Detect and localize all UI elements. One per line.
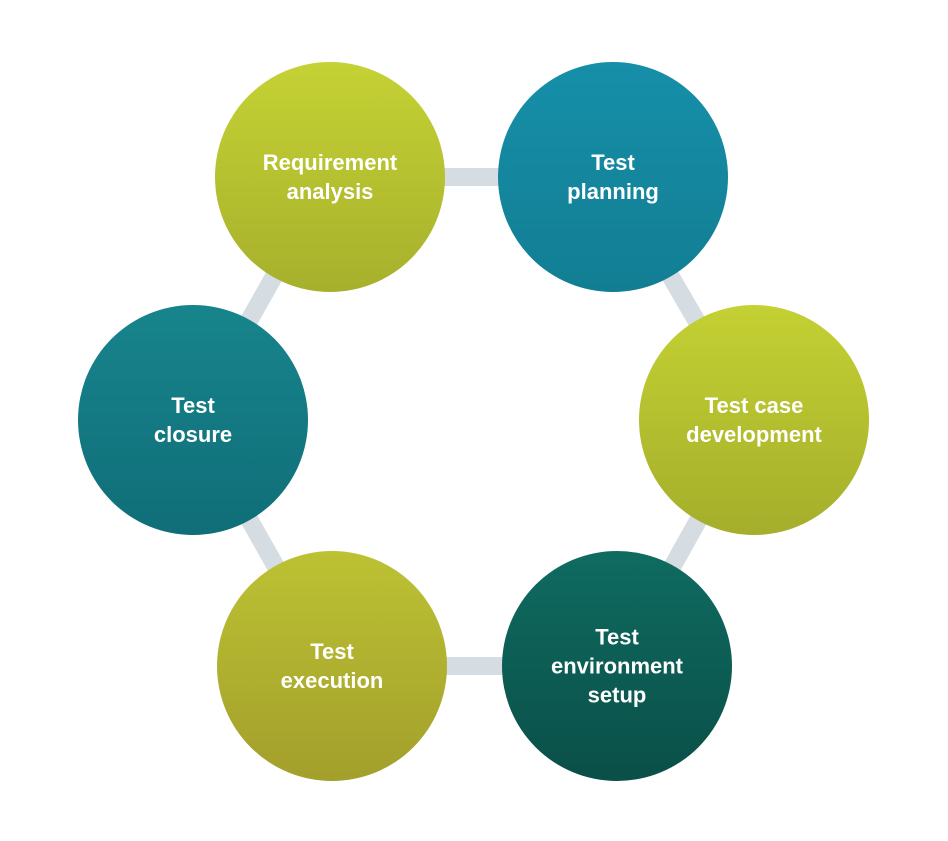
stage-circle-requirement-analysis — [215, 62, 445, 292]
stage-label-test-planning-line-1: Test — [591, 150, 635, 175]
stage-circle-test-case-development — [639, 305, 869, 535]
stage-label-test-case-development-line-1: Test case — [705, 393, 804, 418]
stage-label-test-environment-setup-line-1: Test — [595, 625, 639, 650]
stage-node-test-execution: Test execution — [217, 551, 447, 781]
stage-node-test-case-development: Test case development — [639, 305, 869, 535]
stage-label-test-case-development-line-2: development — [686, 422, 822, 447]
stage-node-requirement-analysis: Requirement analysis — [215, 62, 445, 292]
stage-node-test-planning: Test planning — [498, 62, 728, 292]
stage-label-test-closure-line-2: closure — [154, 422, 232, 447]
stage-label-test-environment-setup-line-2: environment — [551, 654, 684, 679]
stage-label-test-execution-line-2: execution — [281, 668, 384, 693]
stage-label-test-environment-setup-line-3: setup — [588, 683, 647, 708]
stage-node-test-closure: Test closure — [78, 305, 308, 535]
stage-circle-test-closure — [78, 305, 308, 535]
stage-circle-test-planning — [498, 62, 728, 292]
stage-label-test-execution-line-1: Test — [310, 639, 354, 664]
stage-label-test-planning-line-2: planning — [567, 179, 659, 204]
stage-node-test-environment-setup: Test environment setup — [502, 551, 732, 781]
stage-circle-test-execution — [217, 551, 447, 781]
stage-label-test-closure-line-1: Test — [171, 393, 215, 418]
stage-label-requirement-analysis-line-2: analysis — [287, 179, 374, 204]
stage-circle-test-environment-setup — [502, 551, 732, 781]
stage-label-requirement-analysis-line-1: Requirement — [263, 150, 398, 175]
